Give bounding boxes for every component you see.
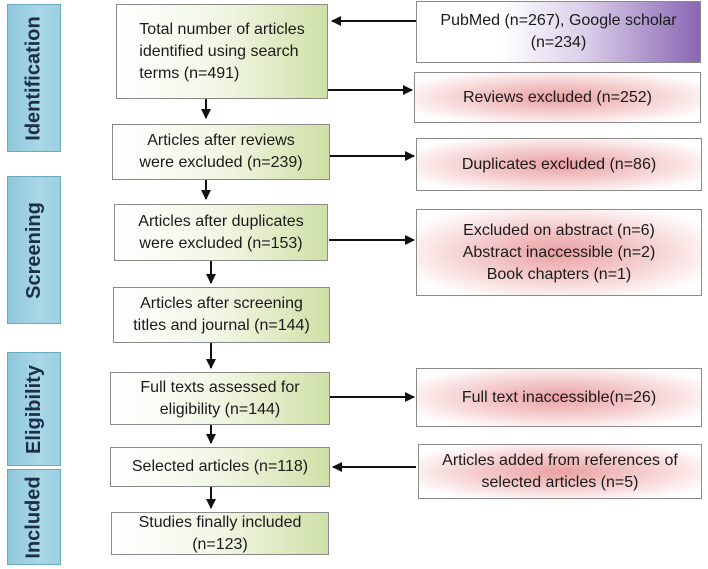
box-after-screening: Articles after screening titles and jour… bbox=[113, 287, 330, 343]
box-after-duplicates: Articles after duplicates were excluded … bbox=[114, 204, 328, 261]
box-sources-text: PubMed (n=267), Google scholar (n=234) bbox=[440, 12, 677, 51]
box-after-reviews-text: Articles after reviews were excluded (n=… bbox=[139, 132, 303, 171]
stage-included: Included bbox=[7, 469, 61, 565]
box-added-references-text: Articles added from references of select… bbox=[442, 451, 678, 491]
box-selected: Selected articles (n=118) bbox=[110, 447, 330, 487]
box-added-references: Articles added from references of select… bbox=[418, 444, 702, 499]
box-final-text: Studies finally included (n=123) bbox=[138, 513, 302, 553]
box-full-texts: Full texts assessed for eligibility (n=1… bbox=[110, 372, 330, 425]
box-final: Studies finally included (n=123) bbox=[111, 512, 329, 555]
box-abstract-exclusions: Excluded on abstract (n=6) Abstract inac… bbox=[416, 209, 702, 296]
box-duplicates-excluded: Duplicates excluded (n=86) bbox=[416, 138, 702, 191]
box-after-duplicates-text: Articles after duplicates were excluded … bbox=[138, 212, 304, 252]
box-full-text-inaccessible-text: Full text inaccessible(n=26) bbox=[461, 388, 657, 406]
stage-eligibility: Eligibility bbox=[7, 352, 61, 466]
box-total-identified-text: Total number of articles identified usin… bbox=[139, 20, 305, 82]
box-after-reviews: Articles after reviews were excluded (n=… bbox=[112, 124, 330, 180]
box-sources: PubMed (n=267), Google scholar (n=234) bbox=[416, 1, 701, 63]
stage-screening: Screening bbox=[7, 176, 61, 324]
box-full-texts-text: Full texts assessed for eligibility (n=1… bbox=[140, 378, 300, 418]
box-selected-text: Selected articles (n=118) bbox=[131, 458, 309, 475]
box-duplicates-excluded-text: Duplicates excluded (n=86) bbox=[461, 155, 657, 173]
box-abstract-exclusions-text: Excluded on abstract (n=6) Abstract inac… bbox=[462, 221, 656, 283]
box-reviews-excluded-text: Reviews excluded (n=252) bbox=[463, 88, 652, 106]
box-reviews-excluded: Reviews excluded (n=252) bbox=[414, 72, 701, 123]
box-total-identified: Total number of articles identified usin… bbox=[116, 4, 328, 99]
box-after-screening-text: Articles after screening titles and jour… bbox=[133, 295, 310, 334]
stage-identification: Identification bbox=[7, 4, 61, 152]
box-full-text-inaccessible: Full text inaccessible(n=26) bbox=[416, 368, 702, 427]
